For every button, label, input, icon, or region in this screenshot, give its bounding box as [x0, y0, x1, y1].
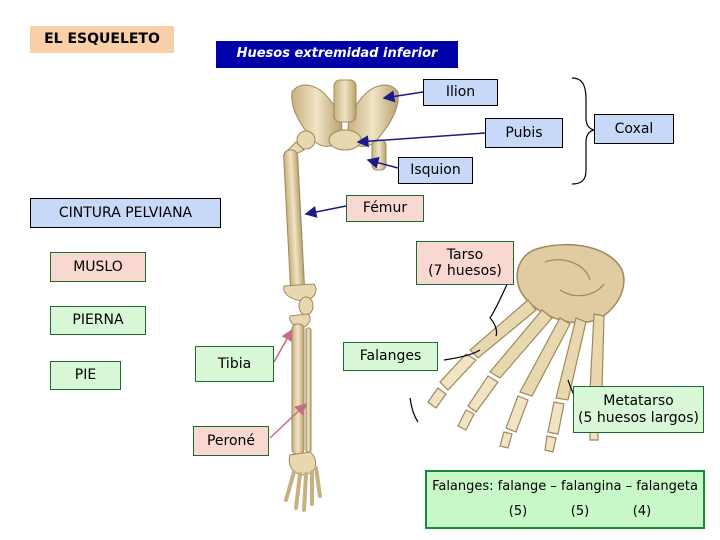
page-subtitle: Huesos extremidad inferior — [216, 41, 458, 68]
ilion-arrow — [382, 90, 424, 103]
femur-bone — [283, 130, 317, 301]
page-title: EL ESQUELETO — [30, 26, 174, 53]
region-pierna: PIERNA — [50, 306, 146, 335]
coxal-brace — [571, 77, 597, 185]
perone-arrow — [269, 402, 308, 439]
falanges-note: Falanges: falange – falangina – falanget… — [425, 470, 705, 529]
label-metatarso: Metatarso (5 huesos largos) — [573, 386, 704, 433]
label-perone: Peroné — [193, 426, 269, 456]
femur-stub — [371, 139, 387, 171]
small-foot-bones — [284, 451, 322, 512]
label-isquion: Isquion — [398, 157, 473, 184]
pubis-arrow — [356, 132, 486, 148]
label-femur: Fémur — [346, 195, 424, 222]
label-tibia: Tibia — [195, 346, 274, 382]
femur-arrow — [304, 205, 347, 218]
label-ilion: Ilion — [423, 79, 498, 106]
falange-count: (5) — [508, 503, 528, 519]
label-pubis: Pubis — [485, 118, 563, 148]
label-coxal: Coxal — [594, 114, 674, 144]
region-muslo: MUSLO — [50, 252, 146, 282]
label-tarso: Tarso (7 huesos) — [416, 241, 514, 285]
region-pie: PIE — [50, 361, 121, 390]
falanges-note-text: Falanges: falange – falangina – falanget… — [432, 479, 698, 494]
tibia-fibula-bones — [289, 313, 312, 455]
patella-bone — [298, 296, 314, 316]
region-cintura-pelviana: CINTURA PELVIANA — [30, 198, 221, 228]
tibia-arrow — [273, 328, 293, 363]
falangeta-count: (4) — [632, 503, 652, 519]
isquion-arrow — [366, 156, 399, 169]
label-falanges: Falanges — [343, 342, 438, 371]
falangina-count: (5) — [570, 503, 590, 519]
